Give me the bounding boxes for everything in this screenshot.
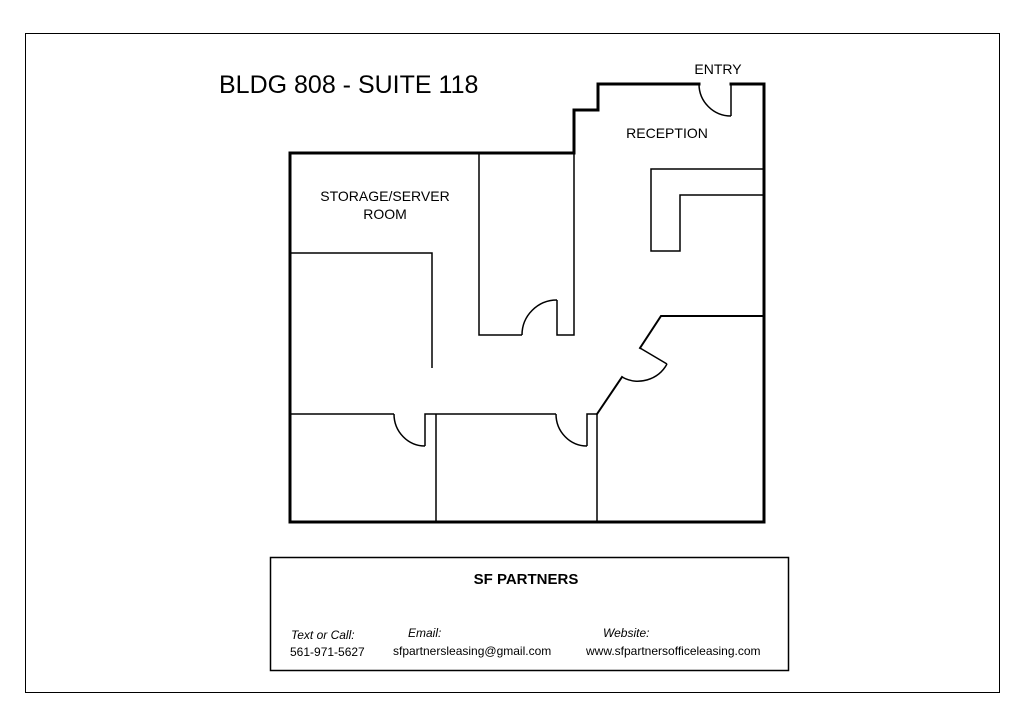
left-office-wall: [290, 252, 433, 368]
bottom-offices-wall: [290, 413, 598, 522]
email-label: Email:: [408, 626, 441, 640]
entry-door: [698, 83, 732, 117]
office-door-2: [555, 413, 588, 447]
phone-label: Text or Call:: [291, 628, 355, 642]
corner-office-door: [621, 347, 668, 382]
company-name: SF PARTNERS: [474, 571, 579, 588]
corner-office-wall: [595, 315, 765, 416]
office-door-1: [393, 413, 426, 447]
plan-title: BLDG 808 - SUITE 118: [219, 71, 478, 99]
storage-room-wall: [478, 153, 575, 336]
reception-label: RECEPTION: [626, 125, 708, 141]
email-address: sfpartnersleasing@gmail.com: [393, 644, 551, 658]
storage-room-door: [521, 299, 558, 336]
storage-label-line2: ROOM: [363, 206, 407, 222]
website-label: Website:: [603, 626, 649, 640]
phone-number: 561-971-5627: [290, 645, 365, 659]
contact-box: [269, 556, 790, 672]
website-url: www.sfpartnersofficeleasing.com: [585, 644, 761, 658]
storage-label-line1: STORAGE/SERVER: [320, 188, 449, 204]
entry-label: ENTRY: [694, 61, 742, 77]
exterior-wall: [288, 82, 766, 524]
page-frame: [25, 33, 1000, 693]
reception-counter: [650, 168, 764, 252]
